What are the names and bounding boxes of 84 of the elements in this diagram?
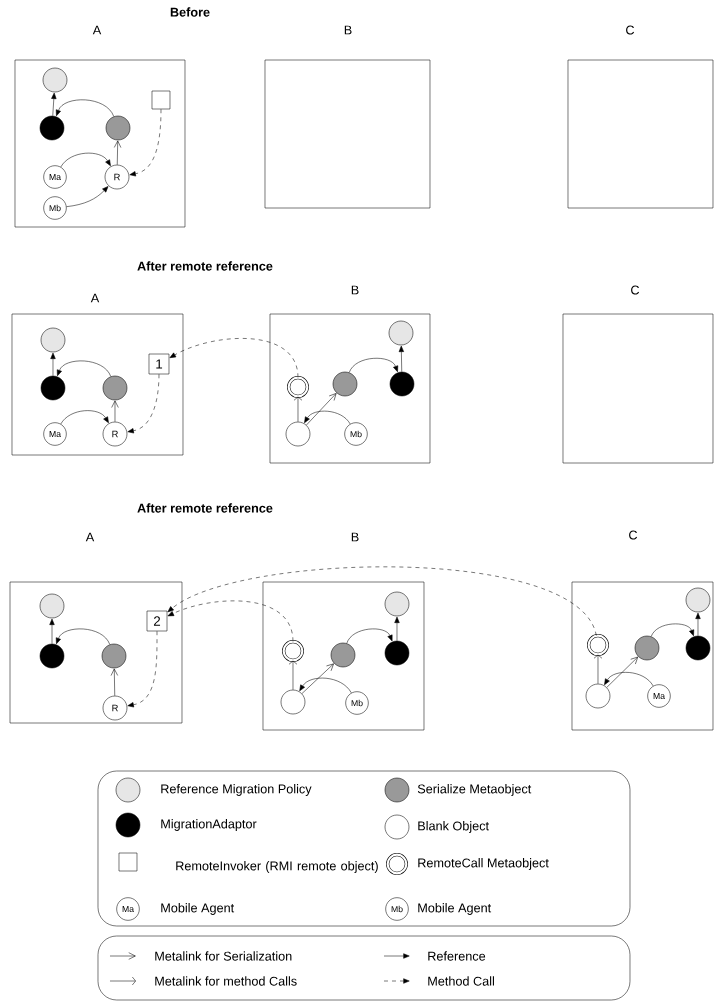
invoker-square xyxy=(151,90,171,110)
reference-arrow xyxy=(60,410,109,425)
reference-arrow xyxy=(348,358,399,373)
metalink-arrow xyxy=(593,654,603,684)
double-circle xyxy=(282,640,304,662)
reference-arrow xyxy=(50,352,56,376)
box-heading: B xyxy=(344,25,352,35)
box-heading: C xyxy=(629,530,638,540)
metalink-arrow xyxy=(114,140,122,165)
legend-label: Blank Object xyxy=(418,821,489,833)
metaobject-circle xyxy=(634,635,660,661)
panel-title: Before xyxy=(170,7,210,17)
legend-label: Serialize Metaobject xyxy=(417,784,532,796)
metaobject-circle xyxy=(332,371,358,397)
legend-label: Mobile Agent xyxy=(161,903,235,915)
object-circle xyxy=(585,683,611,709)
reference-arrow xyxy=(55,628,111,645)
policy-circle xyxy=(40,327,66,353)
reference-arrow xyxy=(650,623,695,637)
object-circle xyxy=(280,689,306,715)
method-call-arrow xyxy=(127,631,158,708)
policy-circle xyxy=(39,593,65,619)
method-call-arrow xyxy=(169,338,299,378)
method-call-arrow xyxy=(167,600,294,642)
metalink-arrow xyxy=(301,663,334,694)
reference-arrow xyxy=(49,618,55,644)
box-heading: B xyxy=(351,532,359,542)
legend-label: Reference xyxy=(428,951,486,961)
metalink-arrow xyxy=(288,660,298,690)
adaptor-circle xyxy=(40,375,66,401)
box-heading: A xyxy=(85,532,95,542)
box-heading: A xyxy=(92,25,102,35)
panel-title: After remote reference xyxy=(137,503,273,513)
reference-arrow xyxy=(346,628,393,644)
policy-circle xyxy=(42,67,68,93)
adaptor-circle xyxy=(384,640,410,666)
metaobject-circle xyxy=(105,115,131,141)
reference-arrow xyxy=(299,677,352,694)
box-heading: C xyxy=(626,25,635,35)
legend-label: RemoteCall Metaobject xyxy=(418,858,549,870)
legend-label: Metalink for method Calls xyxy=(155,976,297,986)
panel-title: After remote reference xyxy=(137,261,273,271)
adaptor-circle xyxy=(685,635,711,661)
reference-arrow xyxy=(66,186,109,207)
legend-label: Reference Migration Policy xyxy=(161,784,312,796)
legend-label: Method Call xyxy=(428,976,494,986)
reference-arrow xyxy=(304,410,351,425)
box-heading: B xyxy=(351,285,359,295)
reference-arrow xyxy=(398,345,404,372)
legend-label: Mobile Agent xyxy=(418,903,492,915)
metalink-arrow xyxy=(111,400,119,422)
reference-arrow xyxy=(60,152,111,168)
box-heading: C xyxy=(631,285,640,295)
metaobject-circle xyxy=(101,643,127,669)
method-call-arrow xyxy=(167,566,597,636)
policy-circle xyxy=(685,587,711,613)
legend-label: MigrationAdaptor xyxy=(161,819,257,831)
legend-label: Metalink for Serialization xyxy=(155,951,292,961)
metalink-arrow xyxy=(606,656,639,688)
adaptor-circle xyxy=(39,115,65,141)
metaobject-circle xyxy=(102,375,128,401)
adaptor-circle xyxy=(39,643,65,669)
policy-circle xyxy=(384,591,410,617)
metaobject-circle xyxy=(330,642,356,668)
method-call-arrow xyxy=(127,374,160,434)
box-heading: A xyxy=(90,293,100,303)
metalink-arrow xyxy=(110,668,118,696)
reference-arrow xyxy=(56,360,112,377)
method-call-arrow xyxy=(129,109,162,177)
metalink-arrow xyxy=(293,396,303,422)
legend-label: RemoteInvoker (RMI remote object) xyxy=(176,861,378,873)
reference-arrow xyxy=(604,672,654,687)
adaptor-circle xyxy=(389,371,415,397)
invoker-square: 2 xyxy=(146,610,168,632)
double-circle xyxy=(287,376,309,398)
metalink-arrow xyxy=(306,393,337,426)
reference-arrow xyxy=(51,92,57,117)
reference-arrow xyxy=(394,616,400,641)
reference-arrow xyxy=(55,99,115,117)
policy-circle xyxy=(388,320,414,346)
reference-arrow xyxy=(695,612,701,636)
double-circle xyxy=(587,634,609,656)
object-circle xyxy=(285,421,311,447)
invoker-square: 1 xyxy=(148,353,170,375)
